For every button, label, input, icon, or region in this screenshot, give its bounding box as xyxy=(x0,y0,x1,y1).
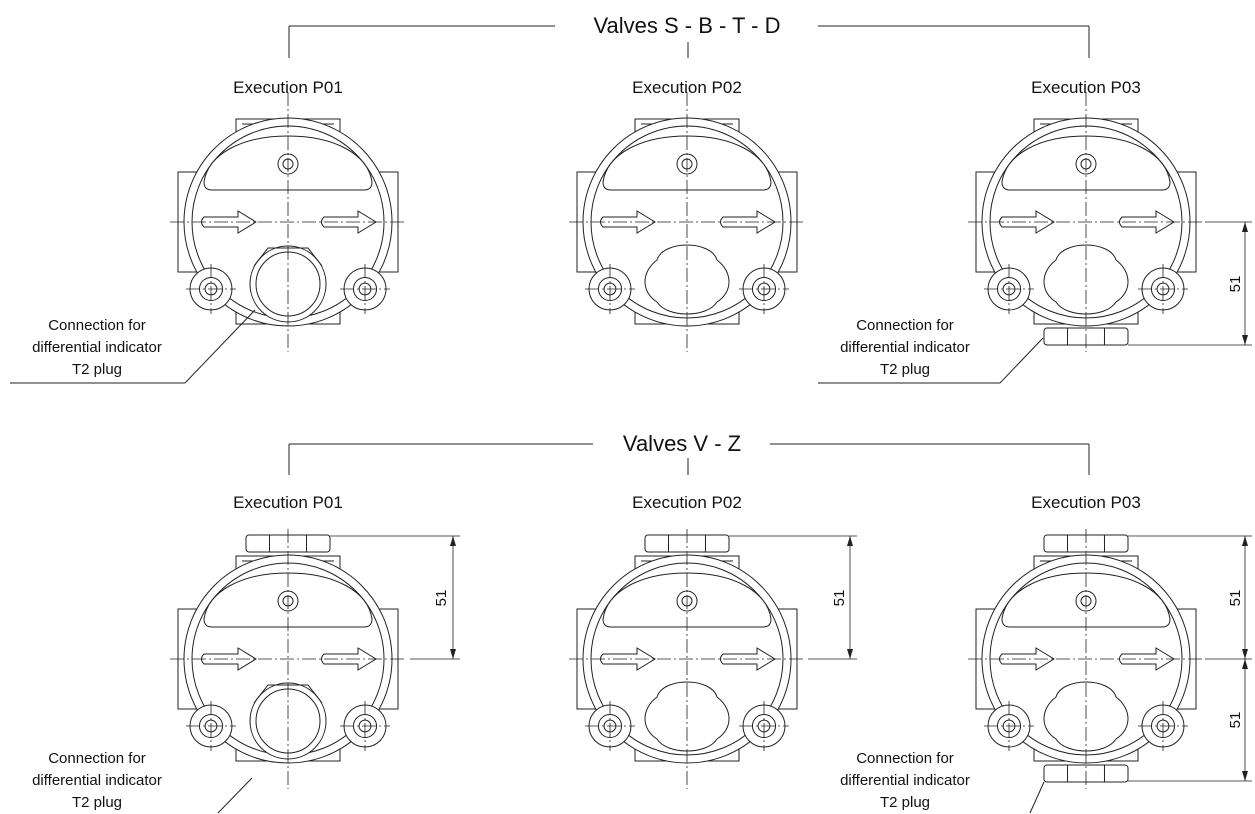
row-2-note-p01-line-2: differential indicator xyxy=(32,772,162,789)
row-2-note-p01-line-3: T2 plug xyxy=(72,794,122,811)
row-2-execution-p02-label: Execution P02 xyxy=(632,493,742,512)
row-1-note-p03: Connection for differential indicator T2… xyxy=(818,317,1044,384)
row-1-dimension-p03-value: 51 xyxy=(1227,276,1244,293)
row-2-dimension-p03-bottom-value: 51 xyxy=(1227,712,1244,729)
row-2-dimension-p02-value: 51 xyxy=(831,590,848,607)
row-1-note-p03-line-2: differential indicator xyxy=(840,339,970,356)
flow-arrow-icon xyxy=(201,647,257,671)
row-1-note-p01: Connection for differential indicator T2… xyxy=(10,309,256,384)
flow-arrow-icon xyxy=(999,647,1055,671)
row-2-dimension-p03-top: 51 xyxy=(1128,535,1252,660)
row-2-execution-p03-label: Execution P03 xyxy=(1031,493,1141,512)
row-2-dimension-p03-top-value: 51 xyxy=(1227,590,1244,607)
row-2-valve-p02 xyxy=(569,529,805,789)
row-1-note-p03-line-1: Connection for xyxy=(856,317,954,334)
flow-arrow-icon xyxy=(321,647,377,671)
row-1-header: Valves S - B - T - D xyxy=(288,13,1090,58)
row-2-dimension-p01: 51 xyxy=(330,535,460,660)
flow-arrow-icon xyxy=(720,647,776,671)
row-1-note-p01-line-2: differential indicator xyxy=(32,339,162,356)
row-1-valve-p03 xyxy=(968,92,1204,352)
flow-arrow-icon xyxy=(720,210,776,234)
row-1-execution-p02-label: Execution P02 xyxy=(632,78,742,97)
flow-arrow-icon xyxy=(600,210,656,234)
row-2-execution-p01-label: Execution P01 xyxy=(233,493,343,512)
row-2-note-p03-line-1: Connection for xyxy=(856,750,954,767)
row-2-note-p03-line-2: differential indicator xyxy=(840,772,970,789)
row-1-execution-p03-label: Execution P03 xyxy=(1031,78,1141,97)
row-2-dimension-p03-bottom: 51 xyxy=(1128,659,1252,782)
row-1-note-p03-line-3: T2 plug xyxy=(880,361,930,378)
row-1-execution-p01-label: Execution P01 xyxy=(233,78,343,97)
row-2-dimension-p02: 51 xyxy=(729,535,857,660)
row-2-dimension-p01-value: 51 xyxy=(433,590,450,607)
row-2-heading: Valves V - Z xyxy=(623,431,741,456)
row-1-note-p01-line-3: T2 plug xyxy=(72,361,122,378)
flow-arrow-icon xyxy=(321,210,377,234)
row-1-heading: Valves S - B - T - D xyxy=(593,13,780,38)
row-2-note-p01: Connection for differential indicator T2… xyxy=(32,750,253,814)
row-2-note-p03: Connection for differential indicator T2… xyxy=(840,750,1045,814)
row-2-header: Valves V - Z xyxy=(288,431,1090,475)
flow-arrow-icon xyxy=(999,210,1055,234)
flow-arrow-icon xyxy=(600,647,656,671)
flow-arrow-icon xyxy=(1119,647,1175,671)
row-2-note-p01-line-1: Connection for xyxy=(48,750,146,767)
row-2-note-p03-line-3: T2 plug xyxy=(880,794,930,811)
row-1-note-p01-line-1: Connection for xyxy=(48,317,146,334)
row-2-valve-p01 xyxy=(170,529,406,789)
row-1-dimension-p03: 51 xyxy=(1128,221,1252,346)
row-1-valve-p02 xyxy=(569,92,805,352)
row-1-valve-p01 xyxy=(170,92,406,352)
flow-arrow-icon xyxy=(1119,210,1175,234)
flow-arrow-icon xyxy=(201,210,257,234)
row-2-valve-p03 xyxy=(968,529,1204,789)
